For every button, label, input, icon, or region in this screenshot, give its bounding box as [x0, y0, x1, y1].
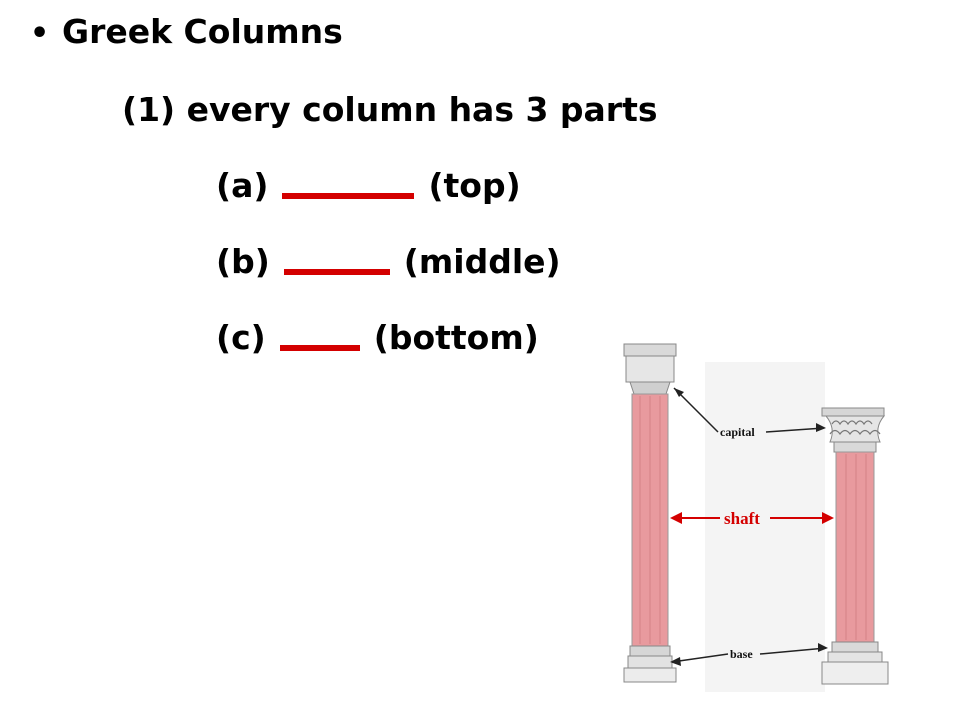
capital-callout: capital: [673, 387, 826, 439]
capital-label: capital: [720, 425, 755, 439]
corinthian-column: [821, 407, 889, 685]
item-middle: (b) (middle): [216, 242, 561, 281]
item-top: (a) (top): [216, 166, 521, 205]
item-hint: (bottom): [373, 318, 539, 357]
answer-blank: [283, 269, 390, 275]
item-hint: (top): [428, 166, 521, 205]
item-hint: (middle): [403, 242, 561, 281]
base-label: base: [730, 647, 753, 661]
item-label: (b): [216, 242, 270, 281]
answer-blank: [282, 193, 415, 199]
shaft-callout: shaft: [670, 509, 834, 528]
item-label: (a): [216, 166, 269, 205]
shaft-label: shaft: [724, 509, 760, 528]
point-one: (1) every column has 3 parts: [122, 90, 658, 129]
column-diagram: capital shaft base: [600, 332, 960, 720]
base-callout: base: [670, 643, 828, 666]
bullet-dot: •: [30, 16, 50, 51]
item-bottom: (c) (bottom): [216, 318, 539, 357]
doric-column: [623, 343, 677, 683]
slide-title: Greek Columns: [62, 12, 343, 51]
answer-blank: [279, 345, 360, 351]
item-label: (c): [216, 318, 266, 357]
